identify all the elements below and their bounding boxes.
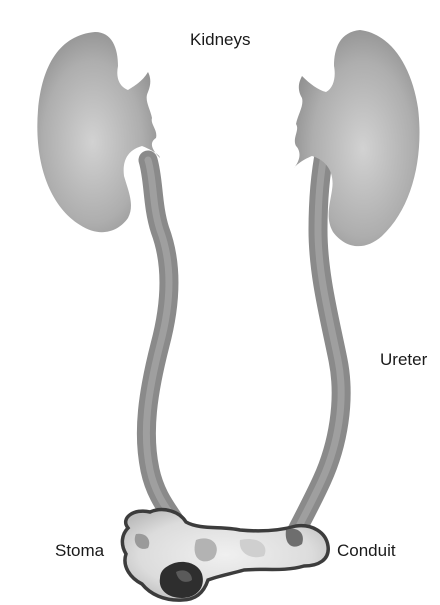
label-conduit: Conduit [337,542,396,559]
label-ureter: Ureter [380,351,427,368]
left-kidney [37,32,160,232]
label-kidneys: Kidneys [190,31,250,48]
label-stoma: Stoma [55,542,104,559]
